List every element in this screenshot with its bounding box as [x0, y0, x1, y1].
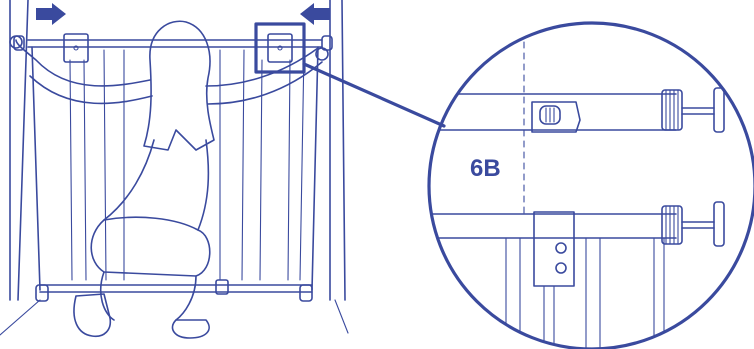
arrow-left-icon — [300, 3, 330, 25]
person-figure — [10, 21, 328, 338]
callout-source-box — [256, 24, 304, 72]
gate-scene — [0, 0, 348, 338]
gate-frame — [32, 47, 318, 301]
callout-connector — [304, 64, 444, 126]
magnifier-ring — [429, 23, 754, 349]
gate-top-rail — [14, 34, 332, 62]
detail-top-rail — [430, 88, 724, 132]
step-label: 6B — [470, 155, 501, 182]
detail-gate-top — [430, 202, 724, 349]
floor-line — [0, 300, 348, 335]
detail-magnifier: 6B — [429, 20, 754, 349]
arrow-right-icon — [36, 3, 66, 25]
